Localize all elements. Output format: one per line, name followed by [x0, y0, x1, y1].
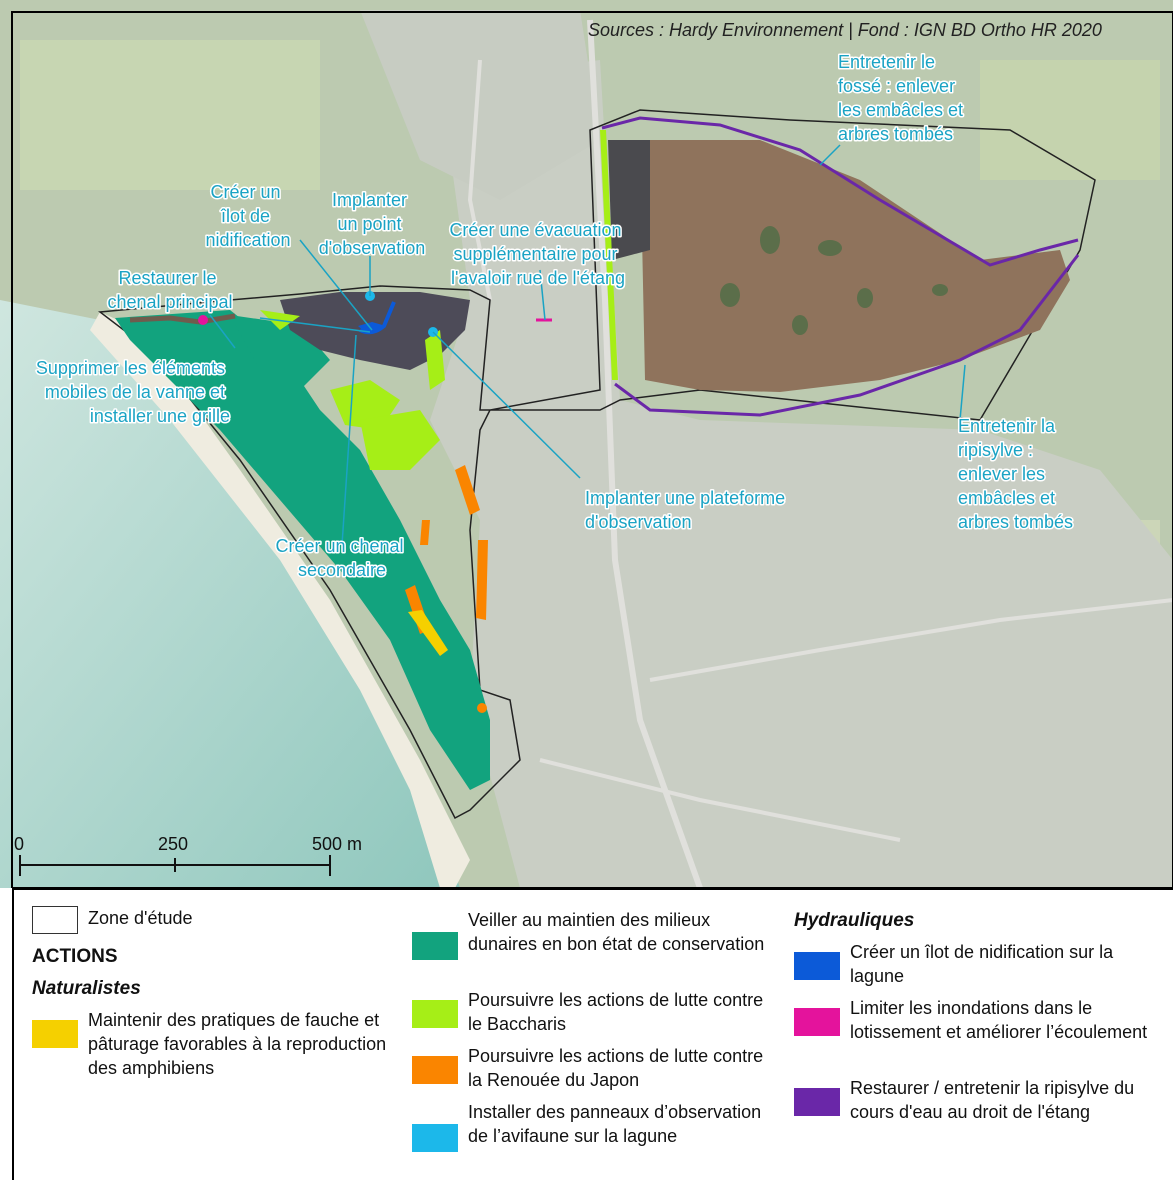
field-patch — [20, 40, 320, 190]
legend-fauche-label: Maintenir des pratiques de fauche et pât… — [88, 1010, 387, 1078]
beach — [90, 312, 470, 888]
vanne-marker — [198, 315, 208, 325]
pond-island — [792, 315, 808, 335]
legend-dunes: Veiller au maintien des milieux dunaires… — [412, 908, 772, 960]
label-ripisylve: Entretenir la ripisylve : enlever les em… — [958, 416, 1073, 532]
pond-island — [857, 288, 873, 308]
legend-panneaux-label: Installer des panneaux d’observation de … — [468, 1102, 762, 1146]
label-fosse: Entretenir le fossé : enlever les embâcl… — [838, 52, 968, 144]
scale-tick-250: 250 — [158, 834, 188, 854]
baccharis-strip — [600, 130, 618, 380]
main-channel — [129, 313, 236, 325]
sea — [0, 300, 460, 888]
fauche-patch — [408, 610, 448, 656]
legend-ilot-label: Créer un îlot de nidification sur la lag… — [850, 942, 1114, 986]
inondations-swatch — [794, 1008, 840, 1036]
legend-fauche: Maintenir des pratiques de fauche et pât… — [32, 1008, 412, 1080]
legend-ilot: Créer un îlot de nidification sur la lag… — [794, 940, 1164, 988]
scale-bar: 0 250 500 m — [14, 834, 362, 876]
urban-area-north — [360, 10, 600, 200]
renouee-patch — [455, 465, 480, 515]
label-chenal-secondaire: Créer un chenal secondaire — [275, 536, 408, 580]
legend-dunes-label: Veiller au maintien des milieux dunaires… — [468, 910, 765, 954]
zone-swatch — [32, 906, 78, 934]
legend-inondations: Limiter les inondations dans le lotissem… — [794, 996, 1164, 1044]
renouee-patch — [420, 520, 430, 545]
ilot-nidification-fill — [358, 322, 386, 333]
fauche-swatch — [32, 1020, 78, 1048]
ripisylve-swatch — [794, 1088, 840, 1116]
legend: Zone d'étude ACTIONS Naturalistes Mainte… — [12, 888, 1173, 1180]
ripisylve-line-north — [601, 116, 1079, 267]
baccharis-patch — [425, 330, 445, 390]
legend-renouee: Poursuivre les actions de lutte contre l… — [412, 1044, 772, 1092]
map[interactable]: Sources : Hardy Environnement | Fond : I… — [0, 0, 1173, 888]
ilot-swatch — [794, 952, 840, 980]
legend-actions-heading: ACTIONS — [32, 946, 118, 967]
legend-inondations-label: Limiter les inondations dans le lotissem… — [850, 998, 1148, 1042]
legend-naturalistes-heading: Naturalistes — [32, 978, 141, 999]
map-frame — [11, 11, 1173, 888]
pond-west — [608, 140, 650, 260]
baccharis-patch — [360, 410, 440, 470]
field-patch — [980, 60, 1160, 180]
urban-area — [430, 60, 1173, 888]
label-point-observation: Implanter un point d'observation — [319, 190, 426, 258]
renouee-patch — [476, 540, 488, 620]
panneaux-swatch — [412, 1124, 458, 1152]
source-text: Sources : Hardy Environnement | Fond : I… — [588, 20, 1102, 40]
pond-island — [760, 226, 780, 254]
leader-lines — [209, 144, 966, 546]
scale-tick-0: 0 — [14, 834, 24, 854]
legend-ripisylve-label: Restaurer / entretenir la ripisylve du c… — [850, 1078, 1135, 1122]
ripisylve-line-south — [614, 254, 1080, 417]
legend-zone-label: Zone d'étude — [88, 908, 193, 928]
label-plateforme: Implanter une plateforme d'observation — [585, 488, 790, 532]
legend-hydrauliques-heading: Hydrauliques — [794, 910, 915, 931]
dunes-swatch — [412, 932, 458, 960]
pond-island — [932, 284, 948, 296]
label-ilot: Créer un îlot de nidification — [205, 182, 290, 250]
legend-baccharis: Poursuivre les actions de lutte contre l… — [412, 988, 772, 1036]
pond-island — [818, 240, 842, 256]
renouee-swatch — [412, 1056, 458, 1084]
label-evacuation: Créer une évacuation supplémentaire pour… — [449, 220, 626, 288]
study-zone — [98, 109, 1096, 820]
legend-zone: Zone d'étude — [32, 906, 193, 934]
pond-island — [720, 283, 740, 307]
legend-ripisylve: Restaurer / entretenir la ripisylve du c… — [794, 1076, 1164, 1124]
scale-tick-500: 500 m — [312, 834, 362, 854]
pond — [640, 140, 1070, 392]
road — [467, 59, 492, 301]
label-chenal-principal: Restaurer le chenal principal — [107, 268, 232, 312]
legend-panneaux: Installer des panneaux d’observation de … — [412, 1100, 782, 1152]
road — [649, 598, 1173, 682]
renouee-patch — [477, 703, 487, 713]
legend-baccharis-label: Poursuivre les actions de lutte contre l… — [468, 990, 764, 1034]
baccharis-swatch — [412, 1000, 458, 1028]
legend-renouee-label: Poursuivre les actions de lutte contre l… — [468, 1046, 764, 1090]
dune-area — [115, 310, 490, 790]
road — [587, 19, 703, 888]
road — [539, 758, 901, 842]
label-vanne: Supprimer les éléments mobiles de la van… — [36, 358, 230, 426]
